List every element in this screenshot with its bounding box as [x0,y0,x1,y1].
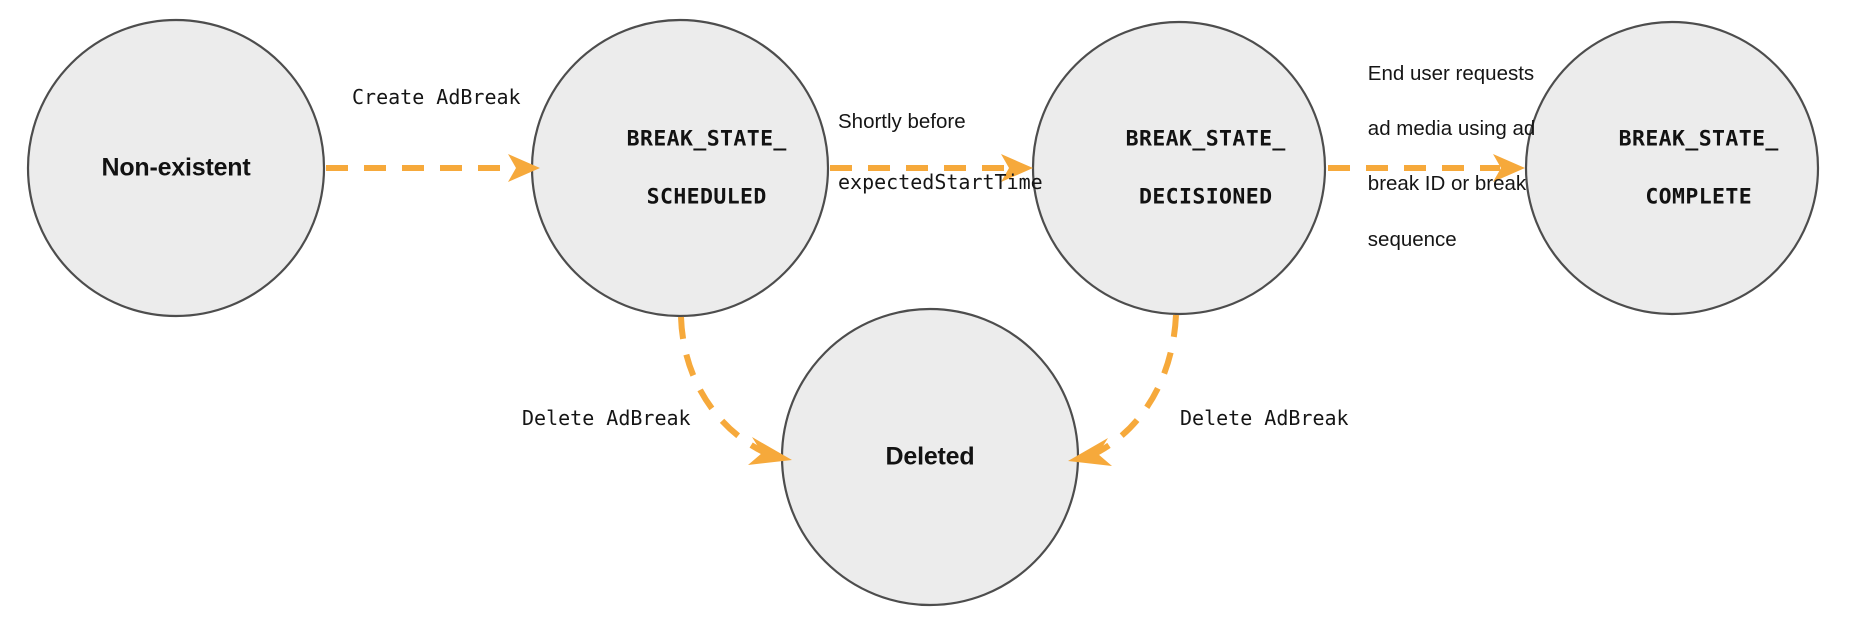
node-break-state-complete[interactable] [1524,20,1820,316]
edge-end-user-requests-ad-media [1328,154,1525,182]
node-deleted[interactable] [780,307,1080,607]
edge-delete-adbreak-from-scheduled [678,316,792,465]
node-break-state-scheduled[interactable] [530,18,830,318]
edge-delete-adbreak-from-decisioned [1068,314,1179,466]
node-break-state-decisioned[interactable] [1031,20,1327,316]
edge-shortly-before-expected-start-time [830,154,1033,182]
edge-create-adbreak [326,154,540,182]
node-non-existent[interactable] [26,18,326,318]
